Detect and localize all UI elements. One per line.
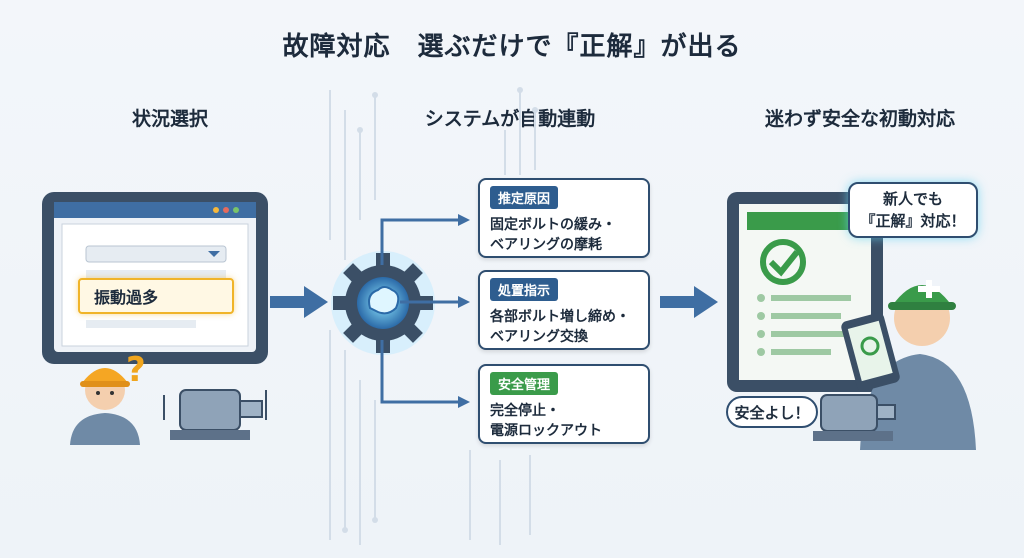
page-title: 故障対応 選ぶだけで『正解』が出る [282,32,742,62]
worker-icon [841,280,976,450]
step-title-select: 状況選択 [131,108,208,130]
bubble-newcomer: 新人でも 『正解』対応！ [848,182,978,238]
badge-safety-management: 安全管理 [490,372,559,395]
card-estimated-cause: 推定原因 固定ボルトの緩み・ ベアリングの摩耗 [478,178,650,258]
worker-confused-icon [70,368,140,445]
step-title-response: 迷わず安全な初動対応 [764,108,955,130]
arrow-icon [270,286,328,318]
card-text-action-instruction: 各部ボルト増し締め・ ベアリング交換 [490,309,630,345]
card-text-estimated-cause: 固定ボルトの緩み・ ベアリングの摩耗 [490,217,616,253]
gear-brain-icon [331,251,435,355]
card-text-safety-management: 完全停止・ 電源ロックアウト [490,403,602,439]
selected-condition[interactable]: 振動過多 [78,278,234,314]
motor-icon [163,389,267,440]
step-title-system: システムが自動連動 [424,108,596,130]
bubble-safe: 安全よし！ [726,396,818,428]
arrow-icon [660,286,718,318]
question-mark: ? [126,350,146,390]
card-safety-management: 安全管理 完全停止・ 電源ロックアウト [478,364,650,444]
badge-action-instruction: 処置指示 [490,278,559,301]
badge-estimated-cause: 推定原因 [490,186,559,209]
motor-icon [813,394,896,441]
card-action-instruction: 処置指示 各部ボルト増し締め・ ベアリング交換 [478,270,650,350]
connector-lines [380,214,470,408]
